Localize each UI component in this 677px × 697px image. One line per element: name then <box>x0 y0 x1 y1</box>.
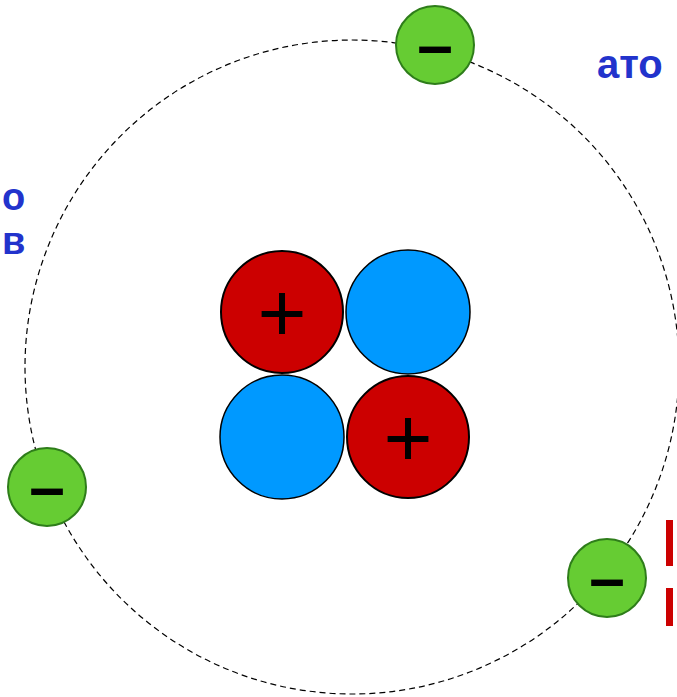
electron: – <box>395 5 475 85</box>
electron: – <box>567 538 647 618</box>
charge-plus: + <box>383 395 432 479</box>
charge-plus: + <box>257 270 306 354</box>
cropped-letter <box>666 520 673 566</box>
proton: + <box>346 375 470 499</box>
caption-fragment: ато <box>597 44 663 84</box>
electron: – <box>7 447 87 527</box>
caption-fragment: о <box>2 178 25 216</box>
neutron <box>346 250 470 374</box>
proton: + <box>220 250 344 374</box>
charge-minus: – <box>589 546 625 610</box>
caption-fragment: в <box>2 222 25 260</box>
cropped-letter <box>666 588 673 626</box>
neutron <box>220 375 344 499</box>
electron-orbit <box>25 40 677 694</box>
charge-minus: – <box>417 13 453 77</box>
charge-minus: – <box>29 455 65 519</box>
